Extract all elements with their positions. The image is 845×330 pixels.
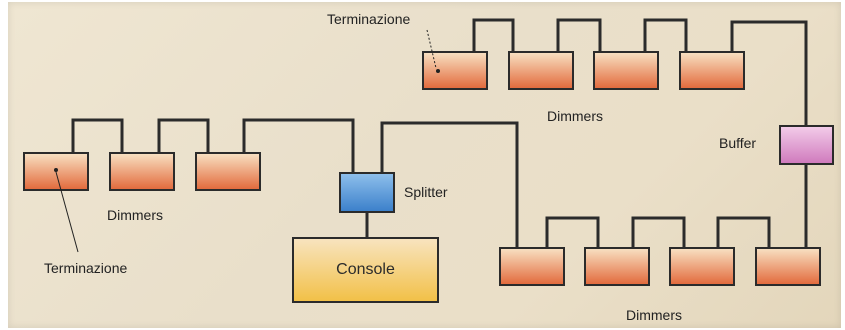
label-dimmers-top: Dimmers (547, 108, 603, 124)
splitter-box (339, 172, 395, 213)
label-terminazione-left: Terminazione (44, 260, 128, 276)
cable-top-chain-1 (472, 18, 515, 52)
buffer-box (779, 125, 834, 165)
dimmer-box (422, 51, 488, 90)
dimmer-box (508, 51, 574, 90)
cable-bottom-chain-2 (631, 216, 686, 248)
cable-splitter-bottom (380, 121, 519, 248)
dimmer-box (195, 152, 261, 191)
label-terminazione-top: Terminazione (327, 11, 411, 27)
label-splitter: Splitter (404, 184, 448, 200)
cable-buffer-to-top (730, 20, 808, 126)
termination-dot-top (436, 69, 440, 73)
console-label: Console (336, 261, 395, 278)
cable-left-chain-2 (157, 118, 210, 153)
dimmer-box (584, 247, 650, 286)
cables (71, 18, 808, 248)
cable-top-chain-2 (556, 18, 602, 52)
dimmer-box (679, 51, 745, 90)
cable-top-chain-3 (643, 18, 688, 52)
cable-bottom-chain-1 (545, 216, 600, 248)
dimmer-box (669, 247, 735, 286)
dimmers-top-group (422, 51, 745, 90)
console-box (292, 237, 439, 303)
dimmer-box (109, 152, 175, 191)
termination-leader-left (55, 171, 79, 253)
label-buffer: Buffer (719, 135, 757, 151)
dimmer-box (499, 247, 565, 286)
dimmers-bottom-group (499, 247, 821, 286)
dimmers-left-group (23, 152, 261, 191)
termination-leader-top (426, 29, 437, 69)
cable-left-chain (71, 118, 124, 153)
cable-left-to-splitter (242, 118, 355, 173)
dimmer-box (755, 247, 821, 286)
label-dimmers-bottom: Dimmers (626, 307, 682, 323)
termination-dot-left (54, 168, 58, 172)
cable-bottom-chain-3 (716, 216, 771, 248)
label-dimmers-left: Dimmers (107, 207, 163, 223)
dimmer-box (593, 51, 659, 90)
